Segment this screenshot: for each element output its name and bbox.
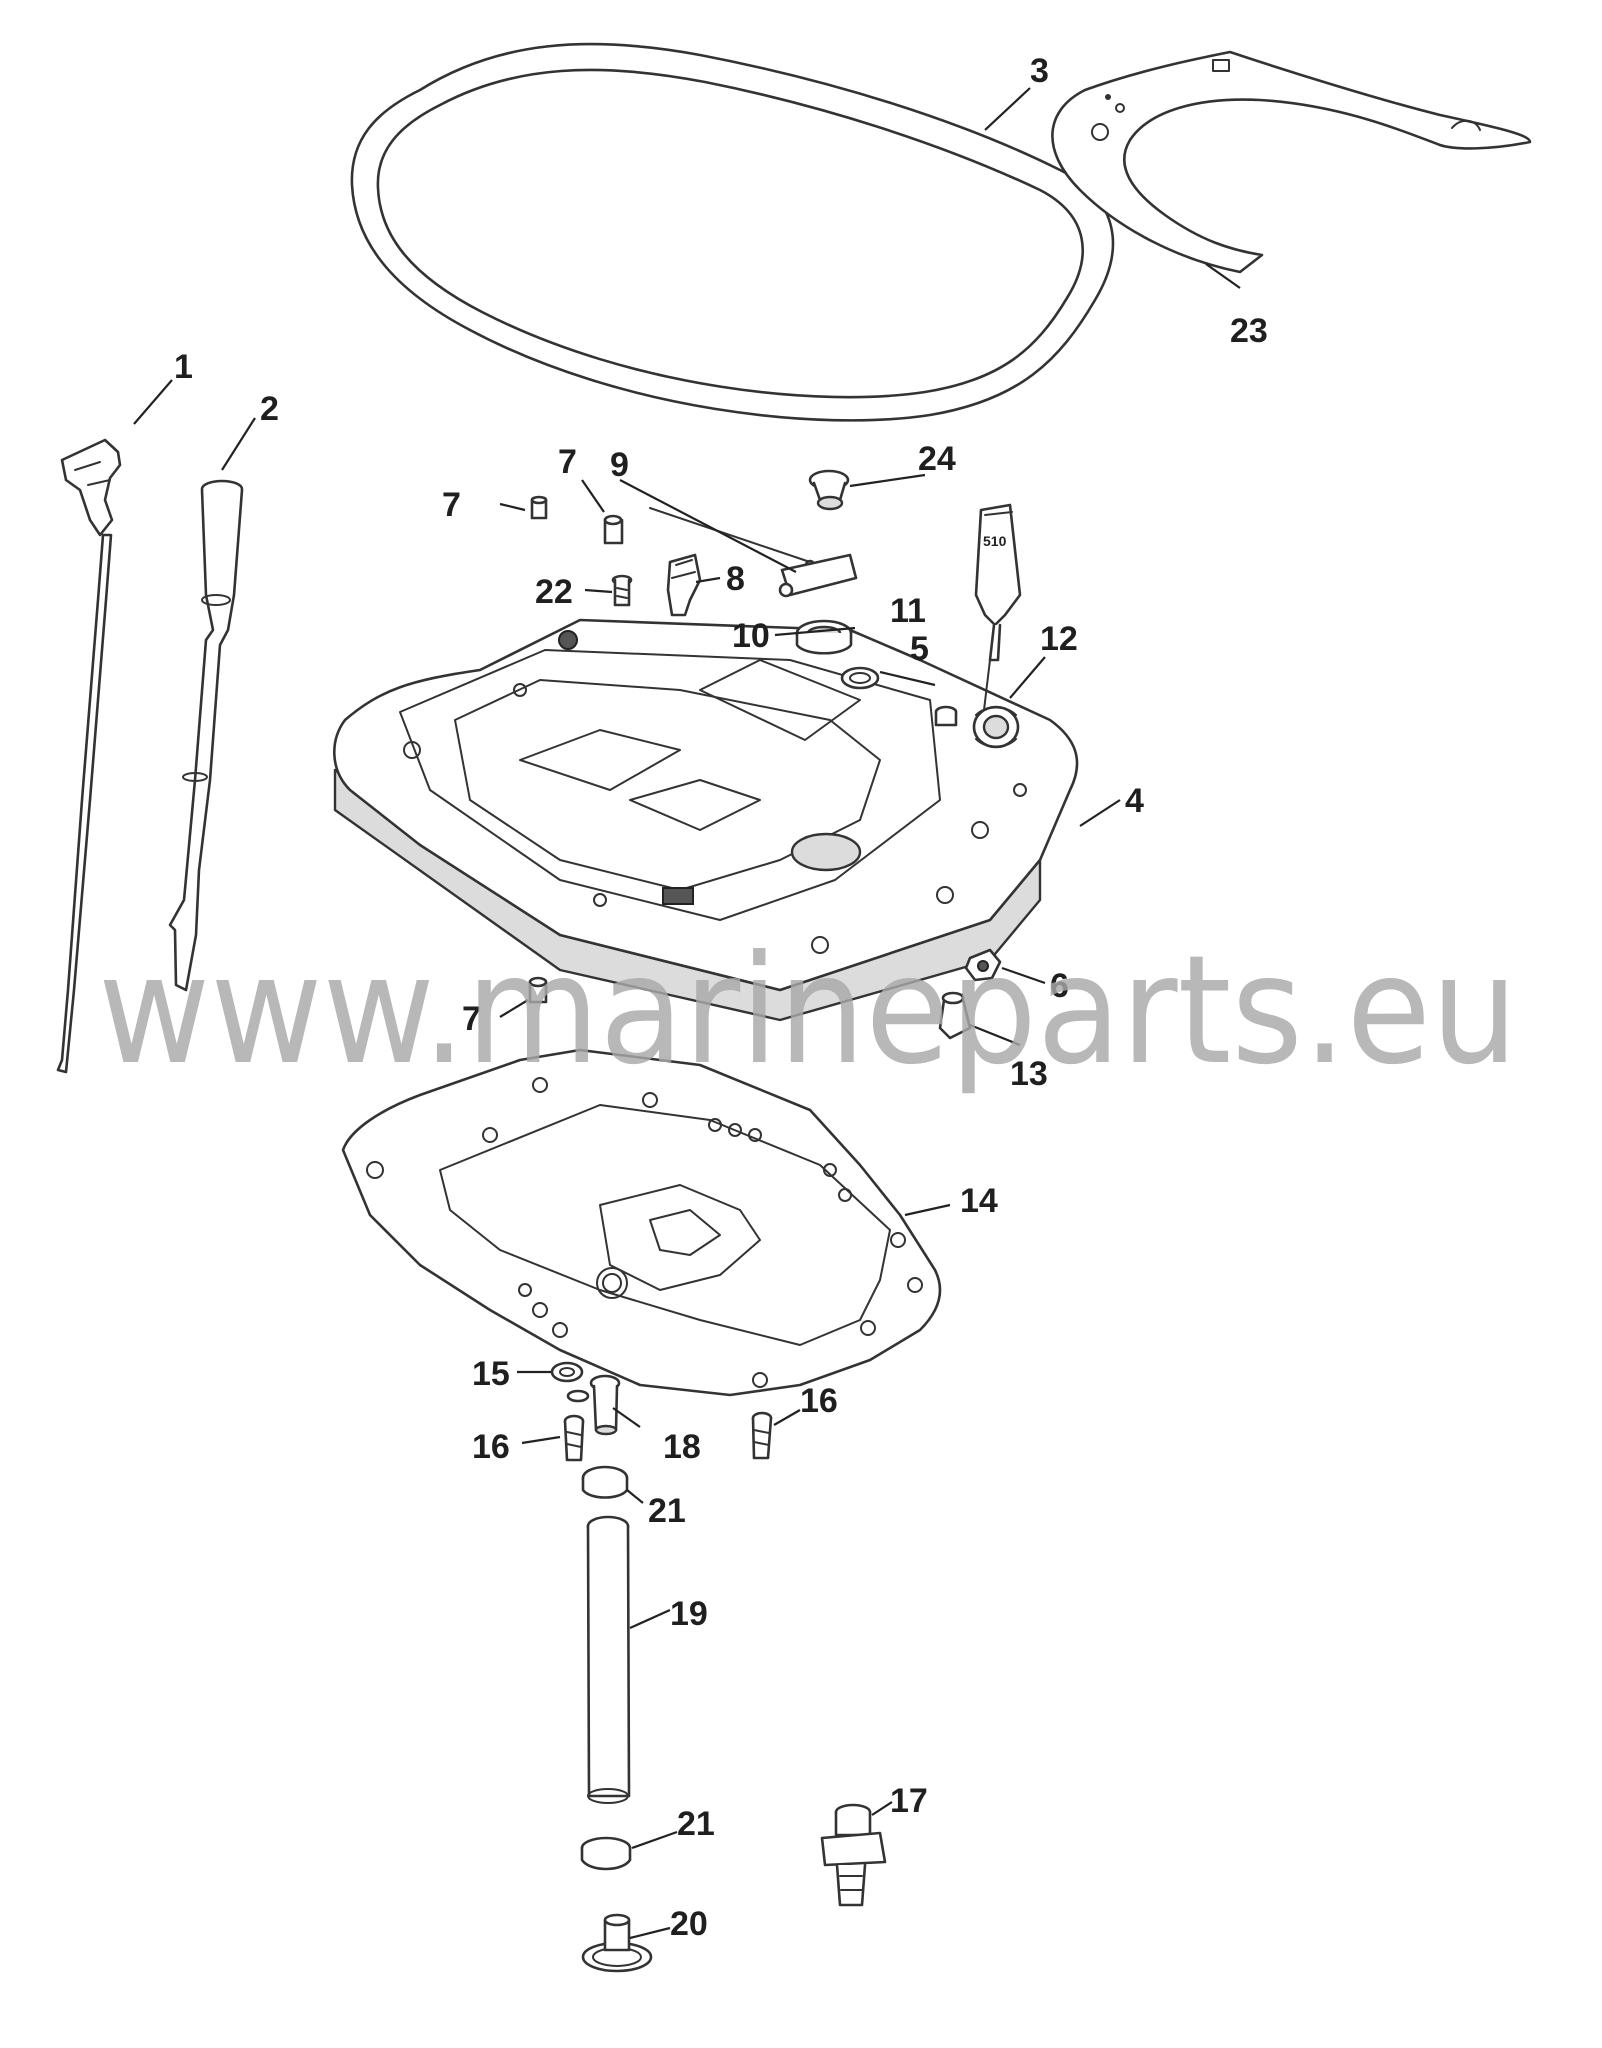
part-7-dowel-c [528, 976, 548, 1004]
callout-5: 5 [910, 630, 929, 668]
callout-13: 13 [1010, 1055, 1048, 1093]
part-20-grommet [581, 1913, 653, 1973]
part-7-dowel-b [603, 514, 624, 545]
callout-2: 2 [260, 390, 279, 428]
part-21-clamp-upper [581, 1465, 629, 1499]
callout-22: 22 [535, 573, 573, 611]
part-9-sensor-wire [649, 507, 858, 598]
part-sealant-tube: 510 [974, 503, 1022, 711]
callout-11: 11 [890, 592, 926, 630]
callout-21-lower: 21 [677, 1805, 715, 1843]
callout-14: 14 [960, 1182, 998, 1220]
callout-19: 19 [670, 1595, 708, 1633]
callout-17: 17 [890, 1782, 928, 1820]
callout-16-right: 16 [800, 1382, 838, 1420]
part-8-sensor [666, 553, 702, 617]
part-7-dowel-a [530, 495, 548, 520]
callout-7-upper: 7 [558, 443, 577, 481]
part-2-dipstick-tube [168, 479, 244, 992]
leader-lines [133, 87, 1241, 1940]
callout-4: 4 [1125, 782, 1144, 820]
part-10-seal [795, 619, 853, 655]
part-12-grommet [972, 705, 1020, 749]
callout-6: 6 [1050, 967, 1069, 1005]
callout-18: 18 [663, 1428, 701, 1466]
callout-21-upper: 21 [648, 1492, 686, 1530]
part-11-seal [840, 666, 880, 690]
callout-16-left: 16 [472, 1428, 510, 1466]
callout-7-upper-left: 7 [442, 486, 461, 524]
part-3-seal [350, 42, 1115, 422]
part-16-bolt-left [563, 1414, 585, 1462]
callout-7-lower: 7 [462, 1000, 481, 1038]
part-22-bolt [611, 574, 633, 607]
part-24-grommet [808, 469, 850, 511]
part-14-gasket [341, 1048, 942, 1397]
watermark-text: www.marineparts.eu [98, 924, 1518, 1098]
callout-10: 10 [732, 617, 770, 655]
part-1-dipstick [56, 438, 122, 1074]
callout-8: 8 [726, 560, 745, 598]
part-19-water-tube [586, 1515, 631, 1804]
part-23-gasket [1051, 50, 1532, 274]
part-16-bolt-right [751, 1411, 773, 1460]
part-15-washer [550, 1361, 584, 1383]
callout-20: 20 [670, 1905, 708, 1943]
callout-9: 9 [610, 446, 629, 484]
part-13-anode [938, 991, 972, 1040]
part-17-fitting [820, 1803, 887, 1907]
part-21-clamp-lower [580, 1836, 632, 1871]
part-4-adaptor-plate [333, 618, 1079, 1022]
callout-24: 24 [918, 440, 956, 478]
sealant-tube-label: 510 [983, 533, 1007, 549]
callout-1: 1 [174, 348, 193, 386]
part-18-fitting [566, 1374, 621, 1436]
callout-3: 3 [1030, 52, 1049, 90]
callout-labels: 1 2 3 4 5 6 7 7 7 8 9 10 11 12 13 14 15 … [174, 52, 1268, 1943]
callout-23: 23 [1230, 312, 1268, 350]
callout-12: 12 [1040, 620, 1078, 658]
callout-15: 15 [472, 1355, 510, 1393]
part-5-plug [934, 705, 958, 727]
part-6-plug [964, 948, 1002, 982]
